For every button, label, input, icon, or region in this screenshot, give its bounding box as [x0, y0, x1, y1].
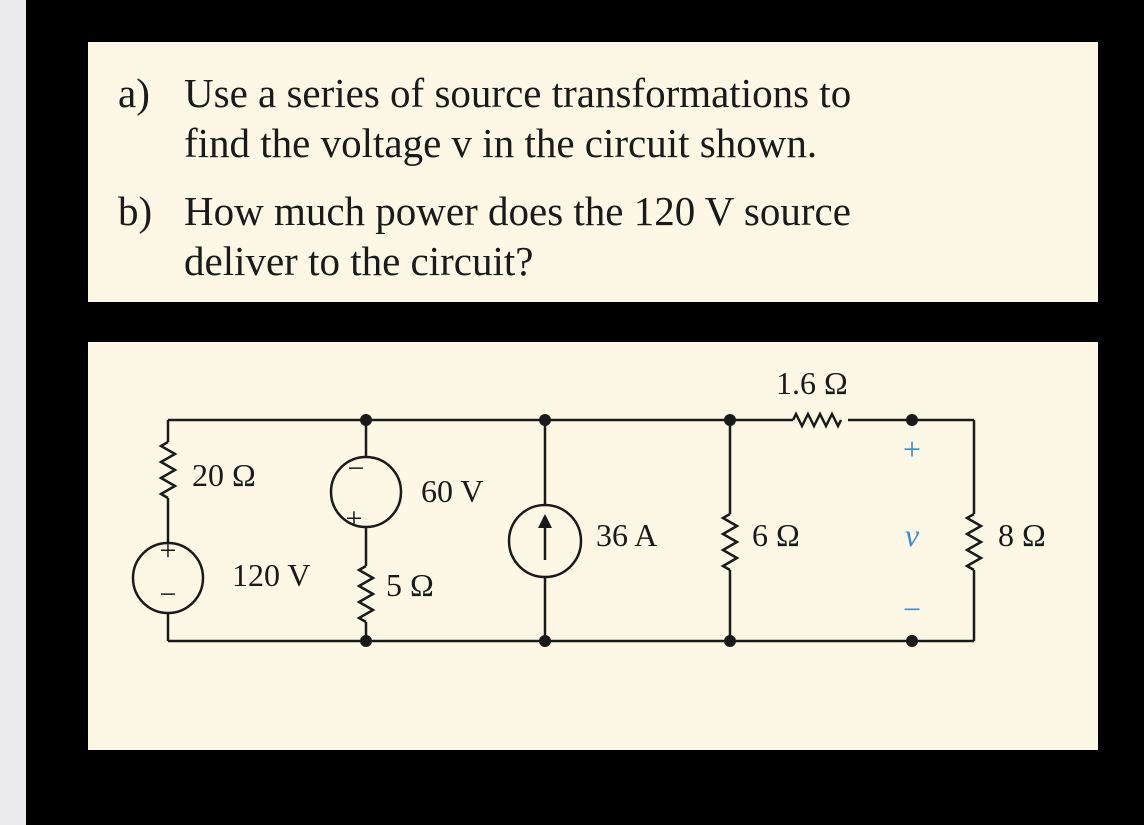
plus-120v: +: [160, 534, 177, 567]
node: [906, 414, 918, 426]
minus-60v: −: [348, 452, 365, 485]
vout-plus: +: [903, 431, 921, 467]
question-a-label: a): [118, 70, 150, 116]
wires: [158, 411, 984, 643]
label-v60: 60 V: [421, 473, 484, 509]
node: [906, 635, 918, 647]
node: [539, 635, 551, 647]
label-r1-6: 1.6 Ω: [776, 365, 848, 401]
node: [360, 635, 372, 647]
question-b-line2: deliver to the circuit?: [184, 238, 534, 284]
label-r5: 5 Ω: [386, 567, 434, 603]
node: [539, 414, 551, 426]
question-b-text: How much power does the 120 V source del…: [184, 186, 851, 286]
label-r6: 6 Ω: [752, 517, 800, 553]
question-b-label: b): [118, 188, 153, 234]
question-a-line1: Use a series of source transformations t…: [184, 70, 852, 116]
resistor-1-6: [791, 411, 843, 429]
resistor-5: [356, 564, 376, 624]
node: [724, 635, 736, 647]
node: [360, 414, 372, 426]
label-r8: 8 Ω: [998, 517, 1046, 553]
source-60v: [329, 455, 403, 529]
label-v120: 120 V: [232, 557, 311, 593]
node: [724, 414, 736, 426]
vout-label: v: [905, 517, 920, 553]
question-a-text: Use a series of source transformations t…: [184, 68, 851, 168]
resistor-8: [964, 512, 984, 572]
question-a-line2: find the voltage v in the circuit shown.: [184, 120, 818, 166]
resistor-6: [720, 512, 740, 572]
label-i36: 36 A: [596, 517, 657, 553]
resistor-20: [158, 440, 178, 500]
current-arrow-head: [538, 514, 552, 528]
source-120v: [131, 541, 205, 615]
label-r20: 20 Ω: [192, 457, 256, 493]
window-edge: [0, 0, 26, 825]
question-b-line1: How much power does the 120 V source: [184, 188, 851, 234]
circuit-diagram: 20 Ω 120 V 60 V 5 Ω 36 A 6 Ω 1.6 Ω 8 Ω +…: [88, 342, 1098, 750]
circuit-svg: 20 Ω 120 V 60 V 5 Ω 36 A 6 Ω 1.6 Ω 8 Ω +…: [131, 365, 1046, 647]
plus-60v: +: [346, 502, 363, 535]
minus-120v: −: [160, 578, 177, 611]
problem-statement: a) Use a series of source transformation…: [88, 42, 1098, 302]
sources: [131, 455, 583, 615]
nodes: [360, 414, 918, 647]
vout-minus: −: [903, 591, 921, 627]
